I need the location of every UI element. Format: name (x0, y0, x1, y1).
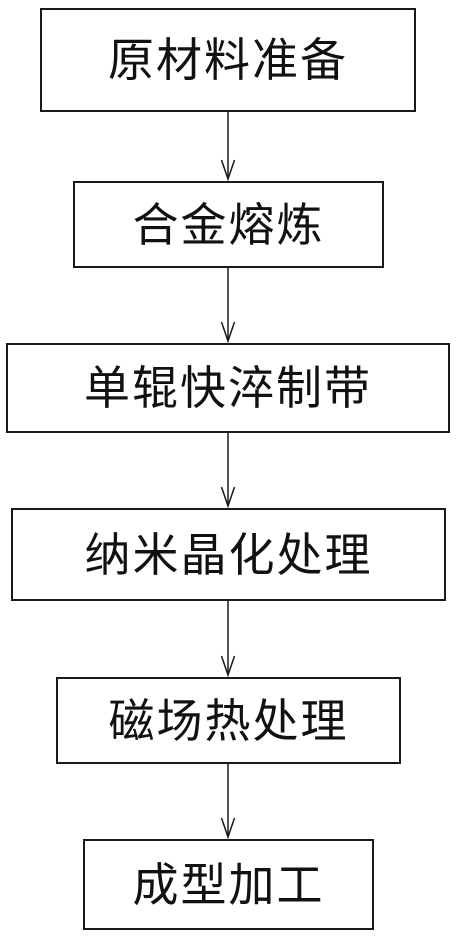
step-box-single-roller-quenching: 单辊快淬制带 (6, 343, 450, 433)
arrow-connector (220, 433, 236, 509)
arrow-connector (220, 601, 236, 678)
arrow-connector (220, 112, 236, 182)
step-label: 纳米晶化处理 (84, 527, 373, 582)
step-label: 合金熔炼 (132, 197, 325, 252)
step-box-alloy-smelting: 合金熔炼 (73, 181, 384, 268)
step-box-forming-processing: 成型加工 (83, 839, 374, 930)
arrow-connector (220, 268, 236, 344)
arrow-connector (220, 764, 236, 840)
step-box-nanocrystallization: 纳米晶化处理 (11, 508, 446, 601)
step-label: 单辊快淬制带 (84, 361, 372, 415)
step-label: 原材料准备 (108, 33, 348, 87)
step-label: 成型加工 (132, 857, 325, 912)
step-box-magnetic-field-heat-treatment: 磁场热处理 (56, 677, 401, 764)
step-box-raw-material-preparation: 原材料准备 (40, 8, 416, 112)
step-label: 磁场热处理 (108, 693, 349, 748)
